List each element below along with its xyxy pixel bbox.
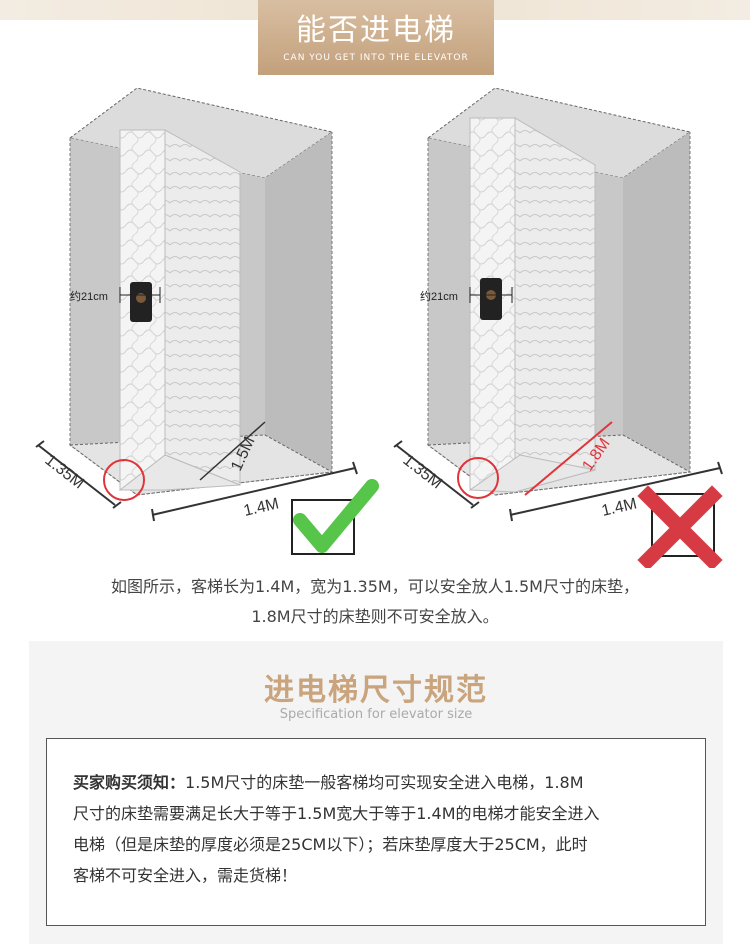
description-line-2: 1.8M尺寸的床垫则不可安全放入。 xyxy=(251,607,499,626)
elevator-description: 如图所示，客梯长为1.4M，宽为1.35M，可以安全放人1.5M尺寸的床垫， 1… xyxy=(0,572,750,632)
left-depth-label: 1.35M xyxy=(42,452,88,493)
banner-subtitle: CAN YOU GET INTO THE ELEVATOR xyxy=(283,53,469,63)
notice-line-4: 客梯不可安全进入，需走货梯！ xyxy=(73,866,298,885)
notice-line-1: 1.5M尺寸的床垫一般客梯均可实现安全进入电梯，1.8M xyxy=(185,773,584,792)
right-thickness-label: 约21cm xyxy=(420,290,458,303)
buyer-notice: 买家购买须知：1.5M尺寸的床垫一般客梯均可实现安全进入电梯，1.8M 尺寸的床… xyxy=(46,738,706,926)
cross-icon xyxy=(637,485,723,568)
spec-section: 进电梯尺寸规范 Specification for elevator size … xyxy=(29,641,723,944)
check-icon xyxy=(291,479,379,555)
spec-subtitle: Specification for elevator size xyxy=(279,707,473,722)
notice-line-2: 尺寸的床垫需要满足长大于等于1.5M宽大于等于1.4M的电梯才能安全进入 xyxy=(73,804,600,823)
spec-title: 进电梯尺寸规范 xyxy=(264,673,488,708)
right-elevator: 约21cm 1.8M 1.35M 1.4M xyxy=(393,87,723,568)
left-width-label: 1.4M xyxy=(242,495,280,520)
notice-line-3: 电梯（但是床垫的厚度必须是25CM以下）；若床垫厚度大于25CM，此时 xyxy=(73,835,588,854)
description-line-1: 如图所示，客梯长为1.4M，宽为1.35M，可以安全放人1.5M尺寸的床垫， xyxy=(111,577,639,596)
right-depth-label: 1.35M xyxy=(400,452,446,493)
title-banner: 能否进电梯 CAN YOU GET INTO THE ELEVATOR xyxy=(258,0,494,75)
banner-title: 能否进电梯 xyxy=(296,13,456,48)
elevator-illustration: 约21cm 1.5M 1.35M 1.4M 约21cm 1.8M 1.35 xyxy=(35,87,723,568)
left-elevator: 约21cm 1.5M 1.35M 1.4M xyxy=(35,87,379,555)
left-thickness-label: 约21cm xyxy=(70,290,108,303)
notice-label: 买家购买须知： xyxy=(73,773,186,792)
right-width-label: 1.4M xyxy=(600,495,638,520)
